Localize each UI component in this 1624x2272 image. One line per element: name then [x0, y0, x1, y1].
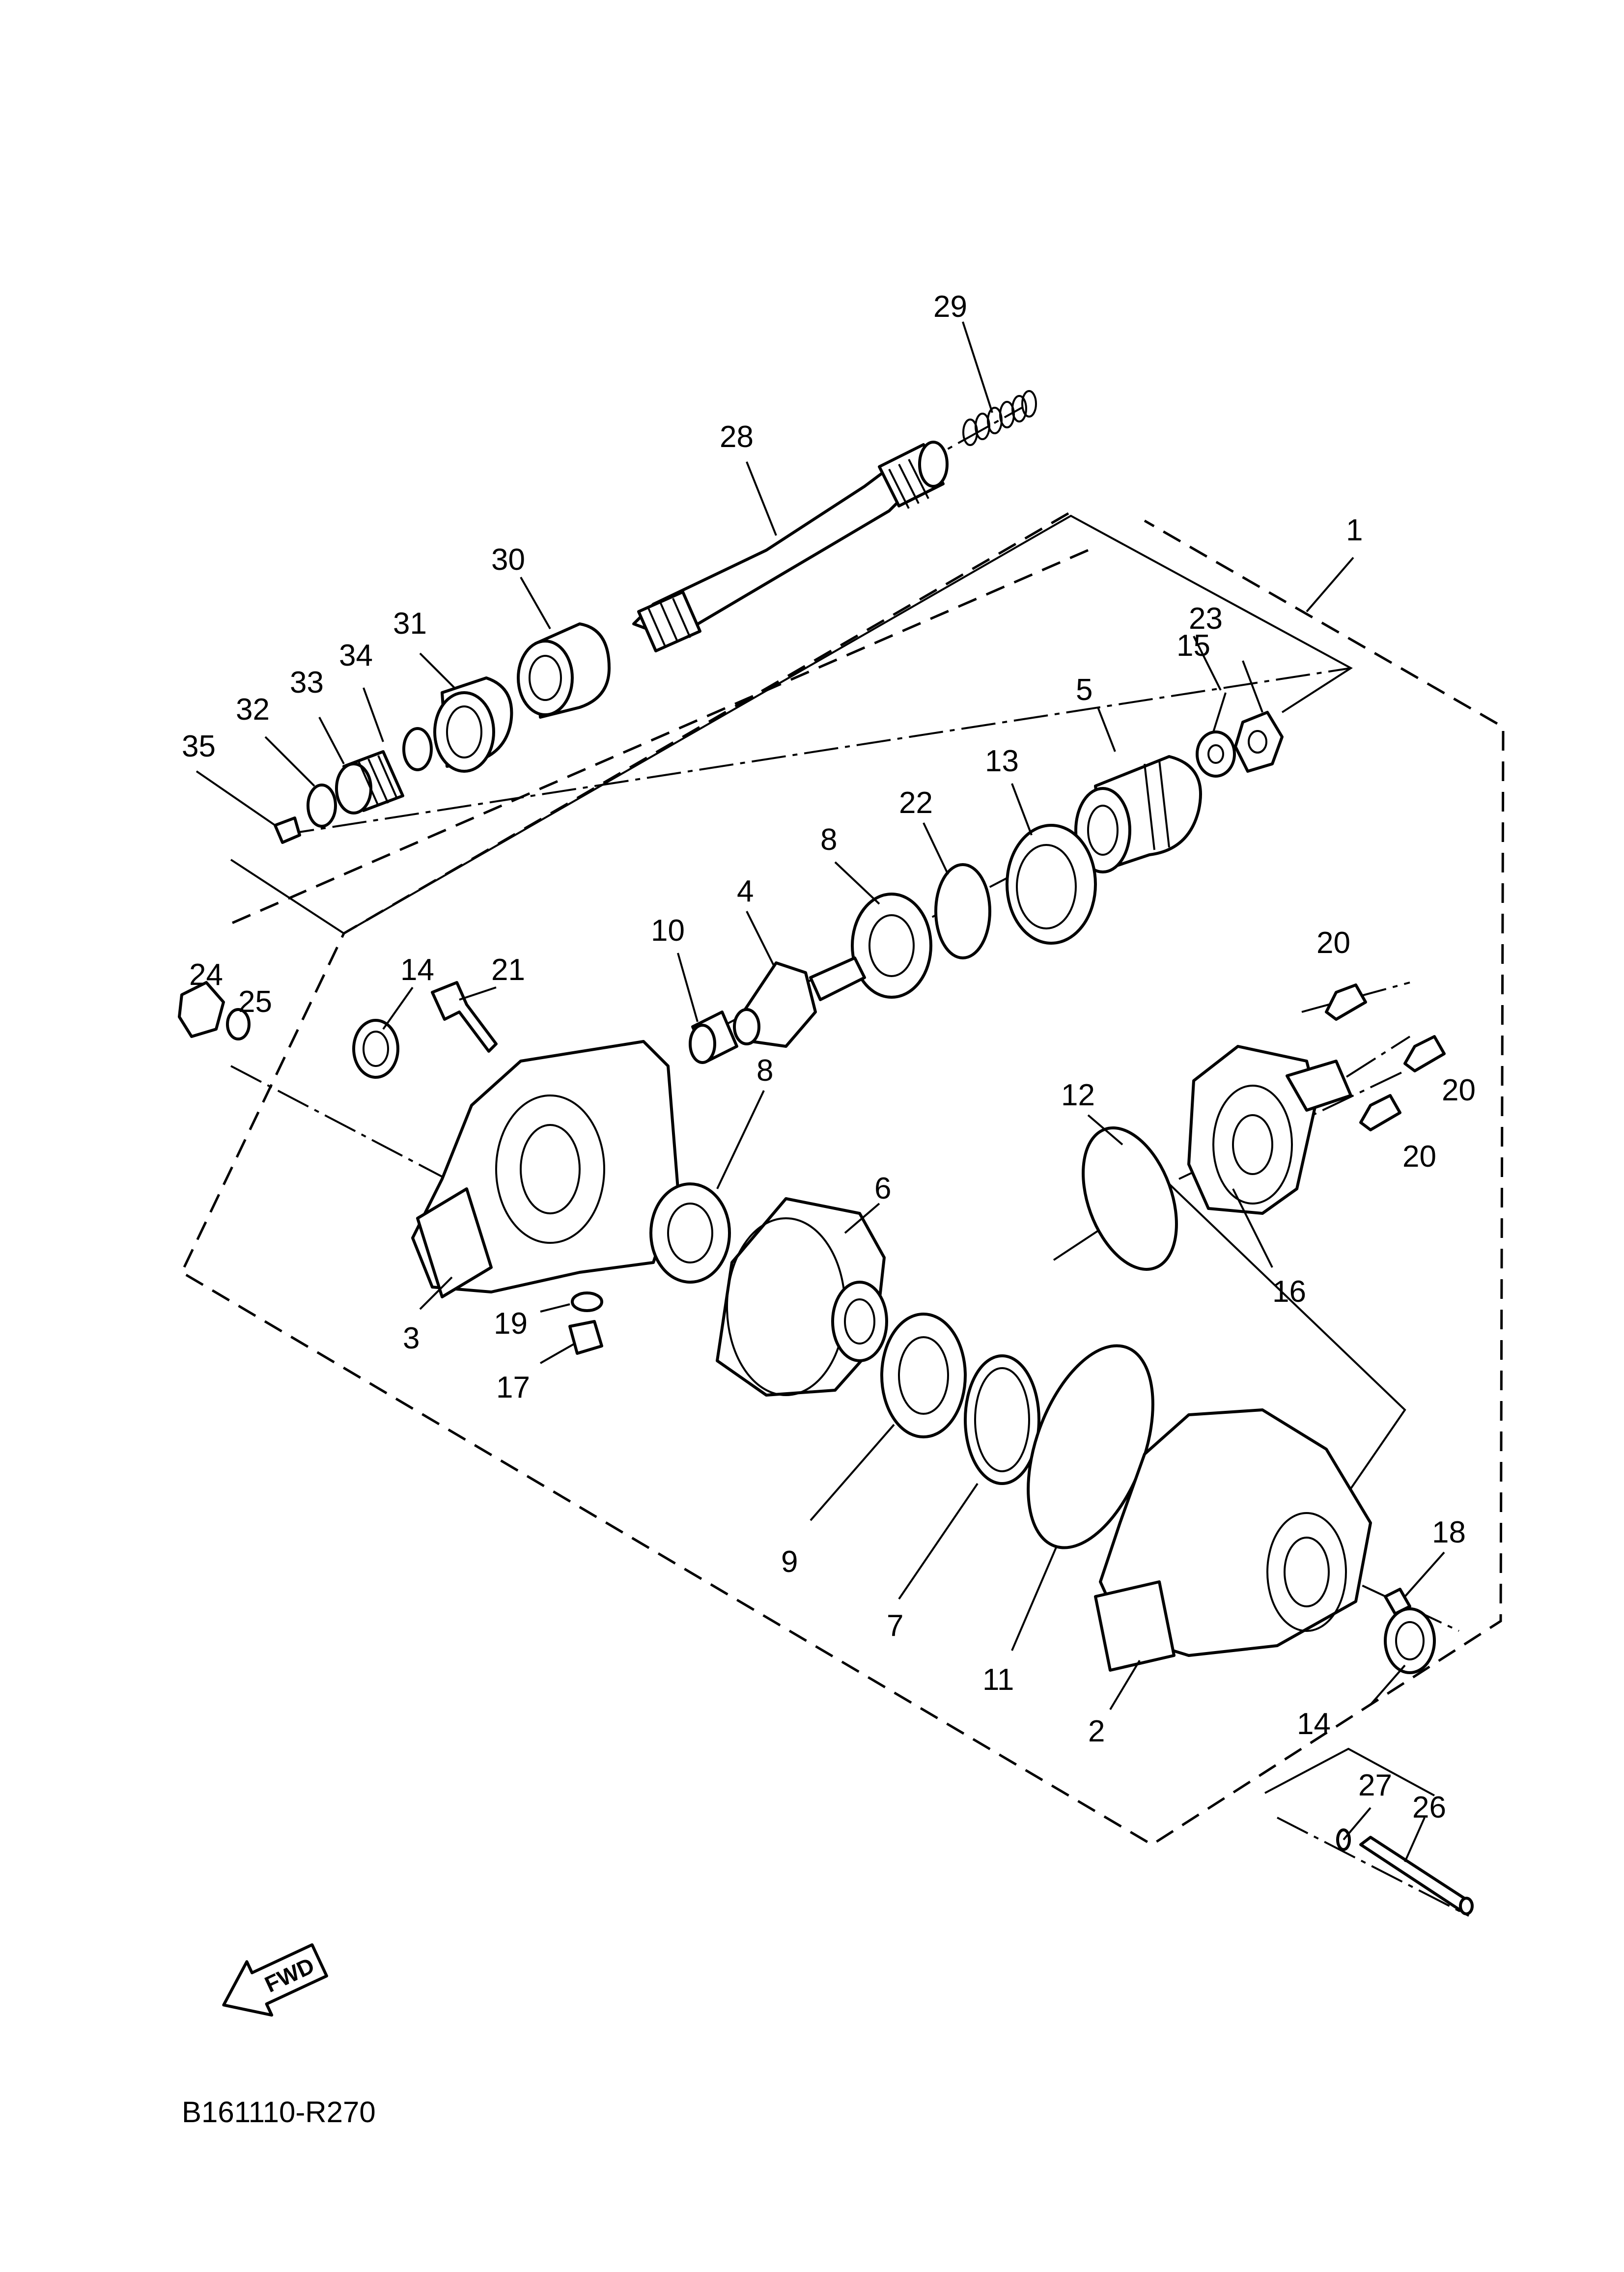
pin-26: [1359, 1836, 1474, 1915]
bolt-20-top: [1325, 983, 1367, 1021]
callout-7: 7: [887, 1609, 903, 1643]
callout-9: 9: [781, 1545, 798, 1579]
assembly-boundary-lines: [180, 512, 1505, 1846]
callout-numbers: 1 2 3 4 5 6 7 8 8 9 10 11 12 13 14 14 15…: [182, 290, 1476, 1824]
callout-22: 22: [899, 786, 933, 820]
needle-bearing-33: [335, 750, 404, 814]
washer-15: [1196, 730, 1236, 778]
bolt-21: [431, 981, 498, 1053]
bearing-30: [517, 622, 611, 719]
o-ring-12: [1082, 1126, 1178, 1271]
coupling-5: [1074, 755, 1202, 873]
callout-20-middle: 20: [1442, 1073, 1476, 1107]
callout-28: 28: [720, 420, 754, 454]
callout-11: 11: [982, 1663, 1014, 1697]
callout-12: 12: [1061, 1078, 1095, 1112]
callout-4: 4: [737, 874, 754, 908]
bolt-20-lower: [1359, 1094, 1401, 1131]
callout-35: 35: [182, 729, 216, 763]
callout-33: 33: [290, 666, 324, 700]
callout-26: 26: [1412, 1791, 1446, 1824]
callout-15: 15: [1176, 629, 1210, 663]
shim-7: [964, 1354, 1040, 1485]
callout-20-lower: 20: [1402, 1140, 1436, 1174]
callout-29: 29: [933, 290, 967, 324]
callout-2: 2: [1088, 1714, 1105, 1748]
drawing-code: B161110-R270: [182, 2096, 376, 2129]
callout-10: 10: [651, 914, 685, 948]
callout-18: 18: [1432, 1515, 1466, 1549]
gear-case-2: [1094, 1408, 1372, 1672]
plug-35: [274, 816, 301, 844]
actuator-16: [1187, 1045, 1352, 1215]
callout-8-upper: 8: [820, 823, 837, 857]
circlip-32: [307, 784, 337, 828]
nut-23: [1234, 711, 1284, 773]
callout-20-top: 20: [1316, 926, 1350, 960]
bearing-housing-31: [433, 676, 513, 773]
washer-19: [571, 1291, 603, 1312]
nut-24: [178, 981, 225, 1038]
ball-bearing-9: [880, 1313, 967, 1438]
callout-34: 34: [339, 639, 373, 673]
callout-13: 13: [985, 744, 1019, 778]
callout-3: 3: [403, 1321, 420, 1355]
circlip-34: [402, 727, 433, 771]
pinion-gear-4: [733, 956, 866, 1048]
callout-14-right: 14: [1297, 1707, 1331, 1741]
drain-plug-17: [568, 1320, 603, 1355]
drive-shaft-28: [632, 441, 949, 652]
washer-25: [226, 1008, 251, 1040]
callout-6: 6: [874, 1172, 891, 1206]
callout-32: 32: [236, 693, 270, 727]
fwd-arrow: FWD: [222, 1943, 328, 2017]
ball-bearing-8-lower: [649, 1182, 731, 1284]
oil-seal-14-left: [352, 1019, 399, 1079]
callout-5: 5: [1076, 673, 1092, 707]
oil-seal-14-right: [1384, 1607, 1436, 1674]
spring-29: [962, 390, 1037, 446]
callout-1: 1: [1346, 513, 1363, 547]
callout-31: 31: [393, 607, 427, 641]
callout-19: 19: [494, 1307, 528, 1341]
dowel-pin-18: [1384, 1588, 1411, 1615]
callout-16: 16: [1272, 1275, 1306, 1309]
bolt-20-middle: [1403, 1035, 1446, 1072]
oil-seal-13: [1006, 824, 1097, 945]
shim-22: [934, 863, 991, 959]
callout-27: 27: [1358, 1768, 1392, 1802]
callout-14-left: 14: [400, 953, 434, 987]
callout-25: 25: [238, 985, 272, 1019]
differential-6: [716, 1197, 888, 1397]
callout-24: 24: [189, 958, 223, 992]
leader-lines: [196, 321, 1445, 1862]
callout-17: 17: [496, 1371, 530, 1404]
needle-bearing-10: [689, 1010, 738, 1064]
callout-8-lower: 8: [756, 1054, 773, 1088]
callout-30: 30: [491, 543, 525, 577]
ball-bearing-8-upper: [851, 893, 932, 999]
callout-23: 23: [1189, 602, 1223, 636]
callout-21: 21: [491, 953, 525, 987]
gear-case-3: [411, 1040, 679, 1298]
